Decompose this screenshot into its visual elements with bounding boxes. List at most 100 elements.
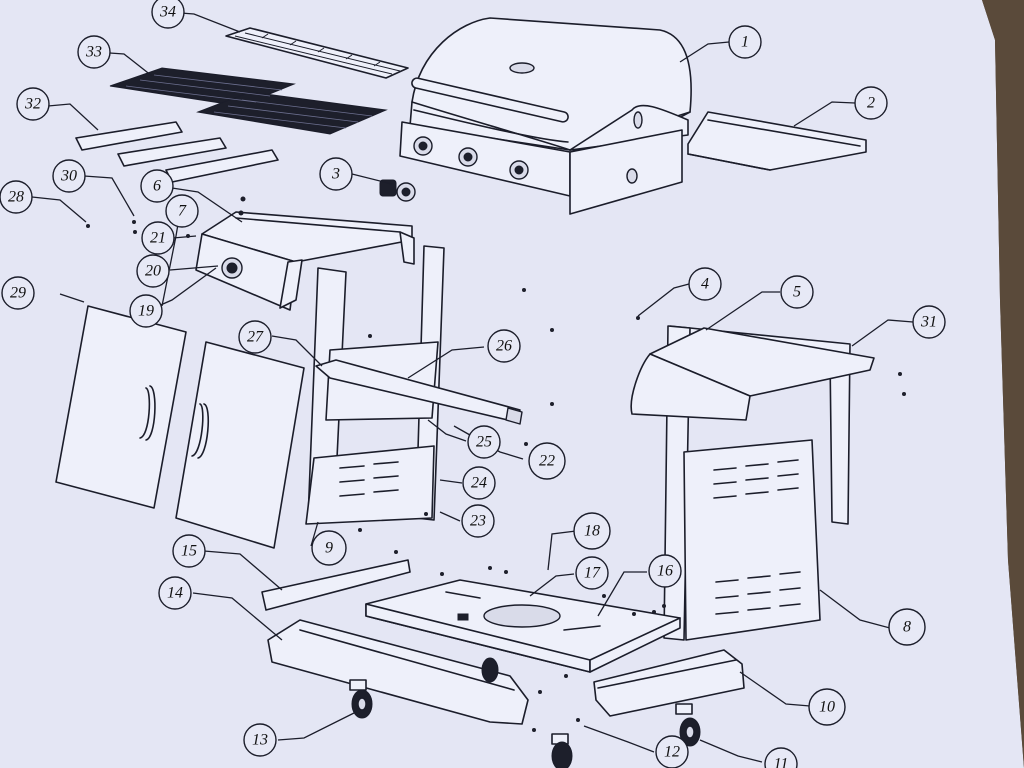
callout-17: 17 [575,556,609,590]
callout-26: 26 [487,329,521,363]
callout-15: 15 [172,534,206,568]
callout-circle [165,194,199,228]
callout-14: 14 [158,576,192,610]
callout-23: 23 [461,504,495,538]
left-cabinet-frame [305,245,523,525]
part-13-caster [349,679,373,719]
part-14-base-rail [267,619,529,725]
callout-number: 31 [920,314,937,331]
callout-25: 25 [467,425,501,459]
callout-number: 34 [159,4,176,21]
callout-number: 14 [167,585,183,602]
callout-28: 28 [0,180,33,214]
callout-circle [238,320,272,354]
callout-circle [648,554,682,588]
callout-circle [528,442,566,480]
callout-circle [243,723,277,757]
callout-34: 34 [151,0,185,29]
part-caster-rear [481,657,499,683]
part-10-base-rail [593,649,745,717]
callout-number: 12 [664,744,680,761]
callout-number: 13 [252,732,268,749]
callout-circle [462,466,496,500]
callout-number: 7 [178,203,187,220]
part-32-heat-tents [75,121,279,183]
callout-2: 2 [854,86,888,120]
part-17-bottom-tray [365,579,681,673]
part-2-side-shelf [687,111,867,171]
callout-circle [467,425,501,459]
callout-number: 11 [774,756,789,768]
callout-circle [808,688,846,726]
callout-number: 5 [793,284,801,301]
screws [86,220,906,732]
callout-5: 5 [780,275,814,309]
callout-16: 16 [648,554,682,588]
callout-circle [1,276,35,310]
callout-29: 29 [1,276,35,310]
callout-circle [141,221,175,255]
callout-33: 33 [77,35,111,69]
callout-32: 32 [16,87,50,121]
callout-11: 11 [764,747,798,768]
callout-number: 22 [539,453,555,470]
callout-circle [688,267,722,301]
callout-circle [140,169,174,203]
part-11-caster [675,703,701,747]
callout-18: 18 [573,512,611,550]
callout-number: 6 [153,178,161,195]
callout-circle [487,329,521,363]
callout-4: 4 [688,267,722,301]
callout-10: 10 [808,688,846,726]
callout-24: 24 [462,466,496,500]
callout-number: 23 [470,513,486,530]
callout-circle [136,254,170,288]
callout-circle [573,512,611,550]
callout-number: 16 [657,563,673,580]
part-9-right-door [175,341,305,549]
part-12-caster [551,733,573,768]
callout-number: 30 [60,168,77,185]
callout-22: 22 [528,442,566,480]
callout-number: 33 [85,44,102,61]
callout-number: 28 [8,189,24,206]
callout-number: 1 [741,34,749,51]
part-15-rail [261,559,411,611]
callout-number: 27 [247,329,264,346]
callout-30: 30 [52,159,86,193]
callout-27: 27 [238,320,272,354]
callout-circle [461,504,495,538]
table-surface [982,0,1024,768]
callout-circle [655,735,689,768]
callout-1: 1 [728,25,762,59]
right-cabinet [630,325,875,641]
callout-8: 8 [888,608,926,646]
callout-number: 32 [24,96,41,113]
callout-number: 9 [325,540,333,557]
callout-circle [158,576,192,610]
callout-circle [854,86,888,120]
callout-number: 8 [903,619,911,636]
part-6-control-panel [195,196,415,311]
callout-number: 18 [584,523,600,540]
callout-21: 21 [141,221,175,255]
callout-number: 10 [819,699,835,716]
callout-number: 19 [138,303,154,320]
callout-number: 2 [867,95,875,112]
callout-3: 3 [319,157,353,191]
callout-7: 7 [165,194,199,228]
callout-12: 12 [655,735,689,768]
callout-19: 19 [129,294,163,328]
callout-circle [888,608,926,646]
callout-9: 9 [311,530,347,566]
callout-circle [16,87,50,121]
callout-31: 31 [912,305,946,339]
callout-circle [172,534,206,568]
callout-number: 15 [181,543,197,560]
callout-circle [77,35,111,69]
callout-number: 25 [476,434,492,451]
part-1-grill-head [399,17,692,215]
callout-number: 21 [150,230,166,247]
callout-number: 17 [584,565,601,582]
